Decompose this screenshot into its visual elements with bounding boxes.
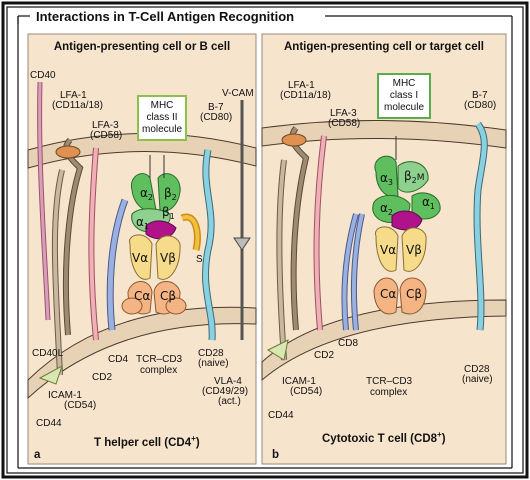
panel-a-letter: a: [34, 449, 41, 461]
label-superantigen: S: [196, 254, 203, 265]
label-icam1: ICAM-1: [48, 390, 82, 401]
mhc-class2-line3: molecule: [142, 124, 182, 135]
label-icam1-sub: (CD54): [64, 400, 96, 411]
superantigen: [181, 215, 200, 251]
apc-membrane-a: [27, 133, 257, 169]
panel-b-letter: b: [272, 449, 279, 461]
mhc-class2-line1: MHC: [151, 100, 174, 111]
b7-cd28-molecule: [203, 149, 215, 341]
tcr-calpha-b: [373, 277, 399, 315]
label-cbeta-b: Cβ: [406, 287, 422, 301]
label-lfa3-sub: (CD58): [90, 130, 122, 141]
lfa3-cd2-molecule: [89, 147, 98, 341]
inner-border: [6, 6, 524, 474]
label-alpha1-b: α1: [422, 195, 435, 211]
cd4-molecule: [107, 199, 128, 331]
icam1-molecule: [52, 169, 64, 376]
label-cbeta-a: Cβ: [160, 289, 176, 303]
label-lfa3-b: LFA-3: [330, 108, 357, 119]
mhc-class2-box: [137, 95, 187, 141]
label-b2m-b: β2M: [404, 169, 425, 185]
label-alpha2-b: α2: [380, 201, 393, 217]
label-tcr-a-line1: TCR–CD3: [136, 354, 183, 365]
tcell-membrane-a: [27, 306, 257, 400]
label-lfa3-b-sub: (CD58): [328, 118, 360, 129]
label-cd2-b: CD2: [314, 350, 334, 361]
mhc-class1-line3: molecule: [384, 102, 424, 113]
label-b7: B-7: [208, 102, 224, 113]
label-tcr-b-line2: complex: [370, 387, 407, 398]
panel-a: Antigen-presenting cell or B cell: [27, 33, 257, 465]
label-calpha-b: Cα: [380, 287, 396, 301]
label-lfa1: LFA-1: [60, 90, 87, 101]
lfa3-cd2-molecule-b: [314, 135, 326, 331]
panel-a-footer: T helper cell (CD4+): [94, 434, 200, 449]
beta2-microglobulin: [397, 161, 429, 193]
label-lfa1-sub: (CD11a/18): [52, 100, 103, 111]
mhc-class1-line2: class I: [390, 90, 418, 101]
label-alpha1: α1: [136, 215, 149, 231]
label-cd8: CD8: [338, 338, 358, 349]
cd8-molecule: [342, 213, 358, 331]
label-cd44-a: CD44: [36, 418, 62, 429]
label-b7-sub: (CD80): [200, 112, 232, 123]
figure-title: Interactions in T-Cell Antigen Recogniti…: [36, 9, 294, 24]
tcr-cbeta-b: [399, 277, 427, 315]
label-lfa1-b: LFA-1: [288, 80, 315, 91]
label-cd28-b-sub: (naive): [462, 374, 493, 385]
label-tcr-b-line1: TCR–CD3: [366, 376, 413, 387]
label-vbeta-b: Vβ: [406, 243, 422, 257]
label-alpha2: α2: [140, 186, 153, 202]
panel-a-header: Antigen-presenting cell or B cell: [54, 41, 230, 53]
label-icam1-b-sub: (CD54): [290, 386, 322, 397]
tcr-valpha-a: [129, 234, 153, 280]
tcr-vbeta-b: [401, 227, 427, 272]
label-cd40: CD40: [30, 70, 56, 81]
label-cd28-a-sub: (naive): [198, 358, 229, 369]
label-lfa1-b-sub: (CD11a/18): [280, 90, 331, 101]
mhc-class1-box: [377, 73, 431, 119]
panel-b-header: Antigen-presenting cell or target cell: [284, 41, 484, 53]
label-cd28-a: CD28: [198, 348, 224, 359]
panel-b-footer: Cytotoxic T cell (CD8+): [322, 430, 446, 445]
label-lfa3: LFA-3: [92, 120, 119, 131]
label-cd4: CD4: [108, 354, 128, 365]
peptide-b: [391, 210, 423, 231]
mhc1-alpha3: [374, 155, 399, 198]
tcr-vbeta-a: [155, 235, 181, 280]
label-b7-b-sub: (CD80): [464, 100, 496, 111]
cd44-shape-a: [38, 364, 63, 385]
label-beta1: β1: [162, 205, 175, 221]
cd44-shape-b: [266, 339, 289, 361]
label-vla4-sub: (CD49/29): [202, 386, 248, 397]
label-tcr-a-line2: complex: [140, 365, 177, 376]
label-cd2-a: CD2: [92, 372, 112, 383]
label-vbeta-a: Vβ: [160, 251, 176, 265]
label-alpha3-b: α3: [380, 171, 393, 187]
label-vla4: VLA-4: [214, 376, 242, 387]
icam1-molecule-b: [277, 159, 286, 361]
label-cd40l: CD40L: [32, 348, 64, 359]
b7-cd28-molecule-b: [474, 122, 487, 331]
lfa1-head: [55, 145, 81, 159]
label-valpha-b: Vα: [380, 243, 396, 257]
tcr-valpha-b: [375, 226, 399, 272]
label-b7-b: B-7: [472, 90, 488, 101]
label-icam1-b: ICAM-1: [282, 376, 316, 387]
label-vcam: V-CAM: [222, 88, 254, 99]
mhc2-alpha2: [130, 173, 157, 212]
peptide-a: [145, 220, 177, 240]
panel-b: Antigen-presenting cell or target cell: [261, 33, 507, 465]
label-vla4-act: (act.): [218, 396, 241, 407]
label-cd28-b: CD28: [464, 364, 490, 375]
mhc-class2-line2: class II: [146, 112, 177, 123]
label-calpha-a: Cα: [134, 289, 150, 303]
label-cd44-b: CD44: [268, 410, 294, 421]
mhc-class1-line1: MHC: [393, 78, 416, 89]
label-valpha-a: Vα: [132, 251, 148, 265]
label-beta2: β2: [164, 186, 177, 202]
